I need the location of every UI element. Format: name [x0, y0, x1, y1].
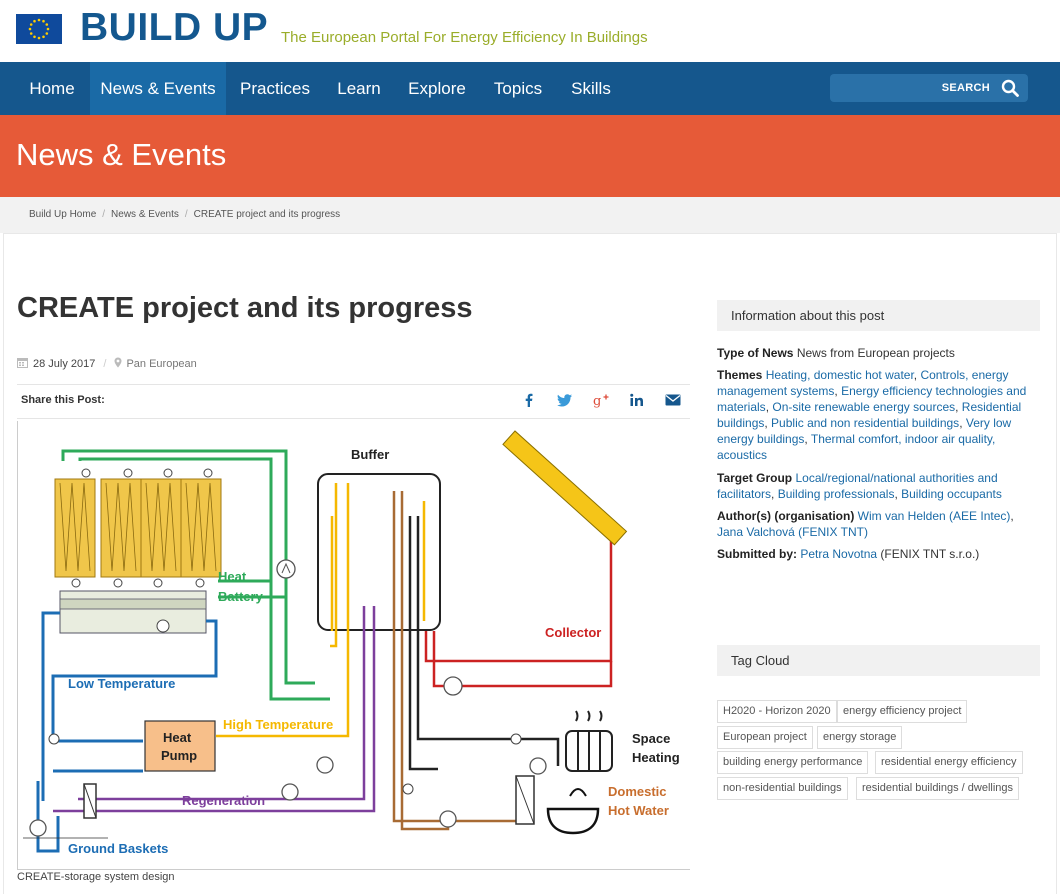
info-heading: Information about this post	[731, 308, 885, 323]
theme-link[interactable]: Energy efficiency technologies and mater…	[717, 384, 1027, 414]
tag-cloud-heading-box: Tag Cloud	[717, 645, 1040, 676]
nav-item-topics[interactable]: Topics	[493, 79, 543, 98]
info-type-of-news: Type of News News from European projects	[717, 345, 1037, 361]
storage-system-diagram: Heat Battery Buffer Collector	[23, 430, 680, 856]
theme-link[interactable]: On-site renewable energy sources	[772, 400, 956, 414]
nav-item-home[interactable]: Home	[29, 79, 75, 98]
calendar-icon	[17, 358, 28, 368]
search-label: SEARCH	[941, 82, 990, 94]
diagram-label-collector: Collector	[545, 625, 601, 640]
diagram-label-battery: Battery	[218, 589, 264, 604]
diagram-label-heat: Heat	[218, 569, 247, 584]
type-label: Type of News	[717, 346, 794, 360]
linkedin-icon[interactable]	[628, 391, 646, 409]
nav-item-explore[interactable]: Explore	[408, 79, 466, 98]
themes-label: Themes	[717, 368, 763, 382]
share-label: Share this Post:	[21, 394, 105, 406]
main-navigation: Home News & Events Practices Learn Explo…	[0, 62, 1060, 115]
site-tagline: The European Portal For Energy Efficienc…	[281, 29, 648, 46]
theme-link[interactable]: Residential buildings	[717, 400, 1022, 430]
diagram-label-buffer: Buffer	[351, 447, 389, 462]
article-title: CREATE project and its progress	[17, 292, 473, 324]
nav-item-skills[interactable]: Skills	[571, 79, 611, 98]
diagram-label-pump: Pump	[161, 748, 197, 763]
tag-item[interactable]: residential buildings / dwellings	[856, 777, 1020, 800]
target-link[interactable]: Building occupants	[901, 487, 1002, 501]
divider	[17, 384, 690, 385]
breadcrumb-bar: Build Up Home/News & Events/CREATE proje…	[0, 197, 1060, 233]
breadcrumb-item-news[interactable]: News & Events	[111, 209, 179, 220]
map-pin-icon	[114, 357, 122, 368]
facebook-icon[interactable]	[520, 391, 538, 409]
divider	[17, 418, 690, 419]
target-link[interactable]: Local/regional/national authorities and …	[717, 471, 998, 501]
article-date: 28 July 2017	[33, 358, 96, 370]
article-meta: 28 July 2017/Pan European	[17, 357, 197, 370]
google-plus-icon[interactable]: g	[592, 391, 610, 409]
tag-item[interactable]: residential energy efficiency	[875, 751, 1023, 774]
figure-caption: CREATE-storage system design	[17, 871, 175, 883]
info-themes: Themes Heating, domestic hot water, Cont…	[717, 368, 1027, 462]
submitted-label: Submitted by:	[717, 547, 797, 561]
nav-item-practices[interactable]: Practices	[240, 79, 310, 98]
tag-item[interactable]: energy efficiency project	[837, 700, 968, 723]
diagram-label-domestic: Domestic	[608, 784, 667, 799]
theme-link[interactable]: Public and non residential buildings	[771, 416, 960, 430]
diagram-label-high-temperature: High Temperature	[223, 717, 333, 732]
diagram-label-heat: Heat	[163, 730, 192, 745]
section-banner: News & Events	[0, 115, 1060, 197]
site-logo-text[interactable]: BUILD UP	[80, 6, 269, 49]
system-diagram: Heat Battery Buffer Collector	[17, 421, 691, 869]
breadcrumb-item-current: CREATE project and its progress	[193, 209, 341, 220]
diagram-label-ground-baskets: Ground Baskets	[68, 841, 168, 856]
section-title: News & Events	[16, 137, 227, 172]
eu-flag-logo[interactable]	[16, 14, 62, 44]
breadcrumb-item-home[interactable]: Build Up Home	[29, 209, 97, 220]
theme-link[interactable]: Thermal comfort, indoor air quality, aco…	[717, 432, 996, 462]
info-authors: Author(s) (organisation) Wim van Helden …	[717, 509, 1014, 539]
diagram-label-space: Space	[632, 731, 670, 746]
tag-item[interactable]: building energy performance	[717, 751, 869, 774]
info-heading-box: Information about this post	[717, 300, 1040, 331]
tag-item[interactable]: non-residential buildings	[717, 777, 848, 800]
diagram-label-low-temperature: Low Temperature	[68, 676, 175, 691]
article-region: Pan European	[126, 358, 197, 370]
target-link[interactable]: Building professionals	[777, 487, 895, 501]
type-value: News from European projects	[796, 346, 955, 360]
twitter-icon[interactable]	[556, 391, 574, 409]
theme-link[interactable]: Very low energy buildings	[717, 416, 1012, 446]
target-label: Target Group	[717, 471, 793, 485]
author-link[interactable]: Wim van Helden (AEE Intec)	[857, 509, 1011, 523]
search-input[interactable]: SEARCH	[830, 74, 1028, 102]
submitted-name-link[interactable]: Petra Novotna	[800, 547, 878, 561]
info-submitted-by: Submitted by: Petra Novotna (FENIX TNT s…	[717, 546, 1037, 562]
info-target-group: Target Group Local/regional/national aut…	[717, 471, 1002, 501]
tag-item[interactable]: H2020 - Horizon 2020	[717, 700, 837, 723]
nav-item-learn[interactable]: Learn	[337, 79, 381, 98]
tag-item[interactable]: energy storage	[817, 726, 903, 749]
svg-text:g: g	[593, 394, 601, 409]
site-header: BUILD UP The European Portal For Energy …	[0, 0, 1060, 62]
diagram-label-regeneration: Regeneration	[182, 793, 265, 808]
author-link[interactable]: Jana Valchová (FENIX TNT)	[717, 525, 868, 539]
tag-item[interactable]: European project	[717, 726, 813, 749]
search-icon[interactable]	[1001, 79, 1019, 97]
nav-item-news-events[interactable]: News & Events	[90, 62, 226, 115]
authors-label: Author(s) (organisation)	[717, 509, 855, 523]
theme-link[interactable]: Heating, domestic hot water	[765, 368, 914, 382]
divider	[17, 869, 690, 870]
diagram-label-hot-water: Hot Water	[608, 803, 669, 818]
breadcrumb: Build Up Home/News & Events/CREATE proje…	[29, 209, 341, 220]
diagram-label-heating: Heating	[632, 750, 680, 765]
email-icon[interactable]	[664, 391, 682, 409]
submitted-org: (FENIX TNT s.r.o.)	[880, 547, 980, 561]
tag-cloud-heading: Tag Cloud	[731, 653, 790, 668]
theme-link[interactable]: Controls, energy management systems	[717, 368, 1009, 398]
